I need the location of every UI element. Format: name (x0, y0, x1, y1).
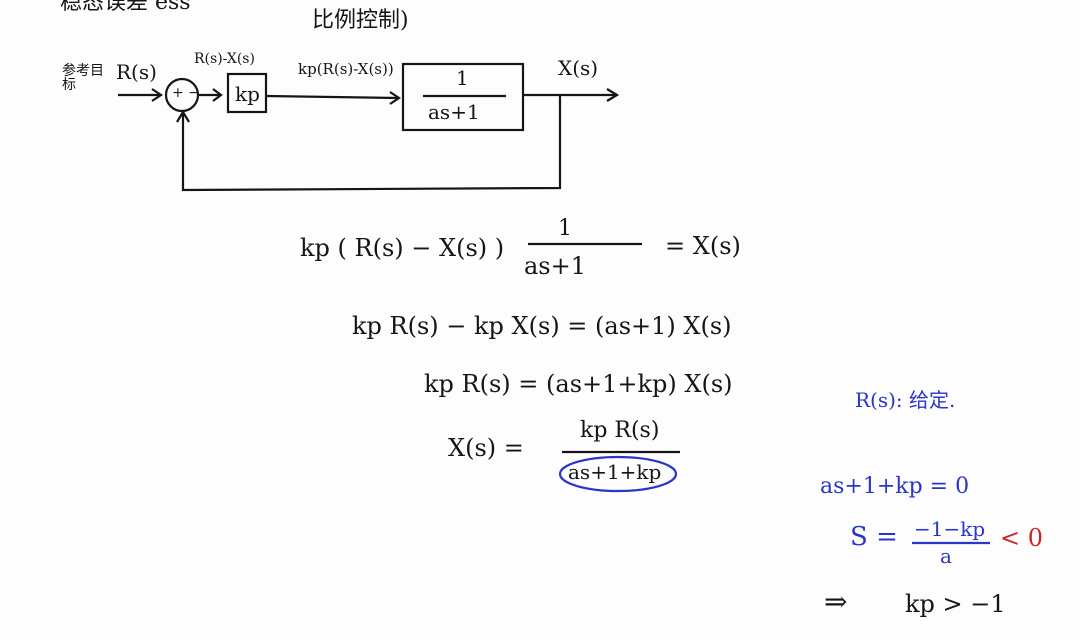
input-label: 参考目标 (62, 63, 104, 93)
controller-label: kp (235, 82, 260, 106)
output-signal: X(s) (558, 56, 599, 80)
eq1-numerator: 1 (558, 216, 572, 241)
root-numerator: −1−kp (914, 517, 986, 541)
eq1-right: = X(s) (665, 232, 741, 260)
feedback-path (181, 95, 562, 192)
denominator-highlight-circle (558, 455, 678, 493)
root-condition: < 0 (1000, 524, 1044, 552)
top-note: 稳态误差 ess (60, 0, 191, 15)
plant-box (401, 62, 525, 132)
root-denominator: a (940, 544, 952, 568)
plant-numerator: 1 (456, 66, 469, 90)
plant-denominator: as+1 (428, 100, 480, 124)
characteristic-equation: as+1+kp = 0 (820, 474, 970, 499)
given-note: R(s): 给定. (855, 388, 956, 412)
eq4-numerator: kp R(s) (580, 418, 660, 443)
eq4-left: X(s) = (448, 434, 524, 462)
input-signal: R(s) (116, 60, 157, 84)
root-left: S = (850, 522, 898, 552)
implies-arrow: ⇒ (824, 585, 848, 618)
eq3: kp R(s) = (as+1+kp) X(s) (424, 370, 733, 398)
subtitle: 比例控制) (312, 8, 409, 33)
error-signal: R(s)-X(s) (194, 51, 255, 67)
eq1-left: kp ( R(s) − X(s) ) (300, 234, 505, 262)
eq1-denominator: as+1 (524, 252, 587, 280)
conclusion: kp > −1 (905, 590, 1006, 618)
controller-box (226, 72, 268, 114)
summing-signs: + − (172, 85, 200, 101)
eq4-denominator: as+1+kp (568, 460, 662, 484)
eq2: kp R(s) − kp X(s) = (as+1) X(s) (352, 312, 732, 340)
controller-output: kp(R(s)-X(s)) (298, 60, 394, 78)
